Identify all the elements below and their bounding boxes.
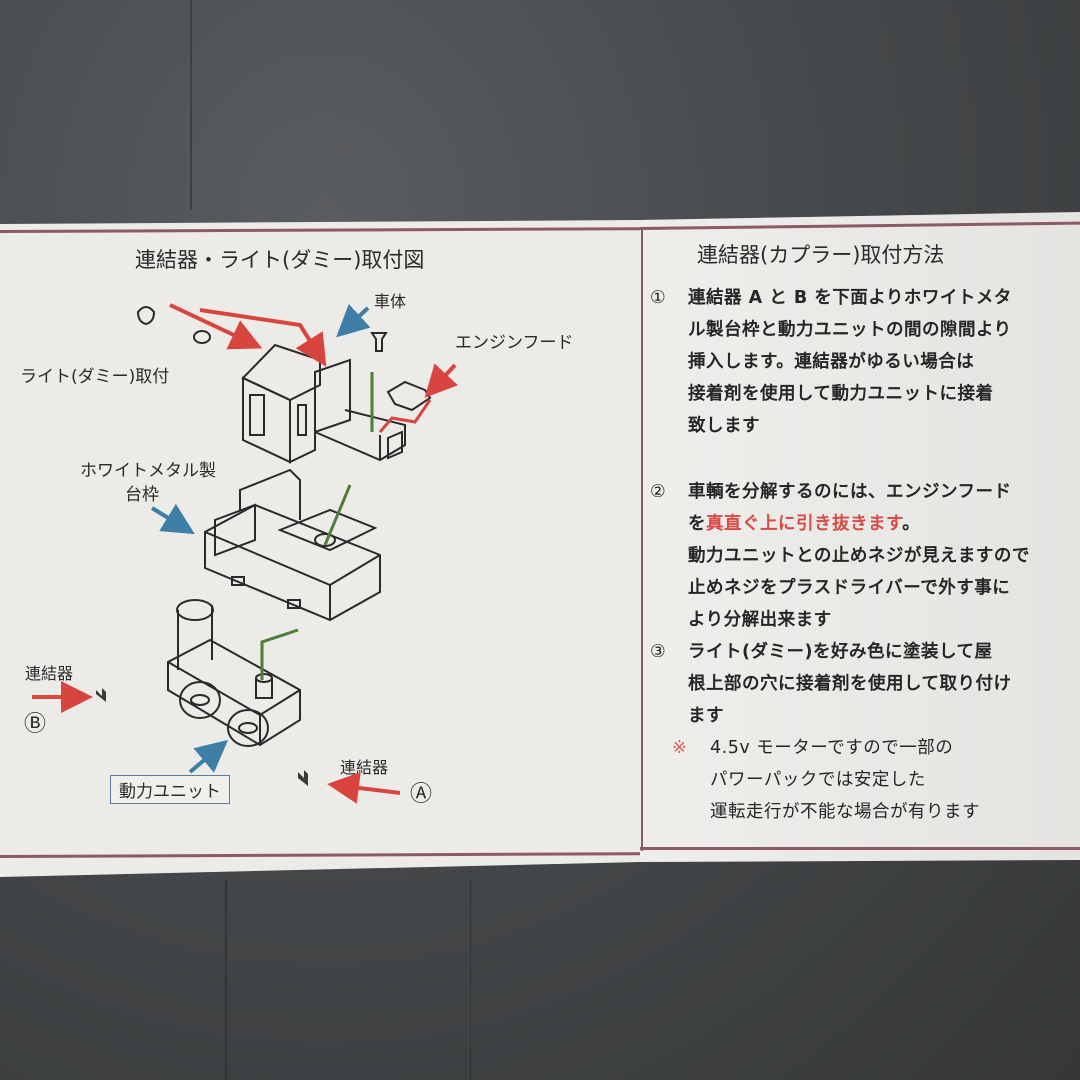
label-power-unit: 動力ユニット <box>110 775 230 804</box>
highlighted-warning: 真直ぐ上に引き抜きます <box>706 514 903 534</box>
label-light-dummy: ライト(ダミー)取付 <box>20 367 170 387</box>
step-text: 致します <box>688 416 760 436</box>
step-text: 。 <box>902 514 921 534</box>
note-text: パワーパックでは安定した <box>710 770 926 790</box>
note: ※ 4.5v モーターですので一部の パワーパックでは安定した 運転走行が不能な場… <box>650 732 1080 828</box>
step-3: ③ ライト(ダミー)を好み色に塗装して屋 根上部の穴に接着剤を使用して取り付け ま… <box>650 636 1080 732</box>
bottom-border-right <box>640 847 1080 850</box>
label-engine-hood: エンジンフード <box>455 333 574 353</box>
step-marker: ② <box>650 482 667 502</box>
instruction-sheet <box>0 212 1080 877</box>
coupler-a-icon <box>298 770 308 786</box>
step-text: 根上部の穴に接着剤を使用して取り付け <box>688 674 1012 694</box>
diagram-title: 連結器・ライト(ダミー)取付図 <box>135 248 425 272</box>
label-body: 車体 <box>374 292 407 311</box>
light-part-icon <box>136 306 156 326</box>
step-text: 挿入します。連結器がゆるい場合は <box>688 352 975 372</box>
background-crack <box>225 880 227 1080</box>
background-crack <box>470 880 471 1080</box>
label-frame-2: 台枠 <box>125 485 159 505</box>
step-text: より分解出来ます <box>688 610 832 630</box>
label-frame: ホワイトメタル製 <box>80 461 216 481</box>
step-text: 動力ユニットとの止めネジが見えますので <box>688 546 1030 566</box>
step-text: 連結器 A と B を下面よりホワイトメタ <box>688 288 1012 308</box>
page-divider <box>641 229 643 851</box>
coupler-b-mark: Ⓑ <box>24 712 47 737</box>
step-1: ① 連結器 A と B を下面よりホワイトメタ ル製台枠と動力ユニットの間の隙間よ… <box>650 282 1080 442</box>
step-marker: ① <box>650 288 667 308</box>
right-page-shade <box>640 212 1080 877</box>
label-coupler-b: 連結器 <box>25 664 74 683</box>
background-crack <box>190 0 192 210</box>
coupler-b-icon <box>96 688 106 702</box>
step-text: ます <box>688 706 724 726</box>
step-text: 接着剤を使用して動力ユニットに接着 <box>688 384 994 404</box>
coupler-a-mark: Ⓐ <box>410 782 433 807</box>
step-2: ② 車輌を分解するのには、エンジンフード を真直ぐ上に引き抜きます。 動力ユニット… <box>650 476 1080 636</box>
note-text: 運転走行が不能な場合が有ります <box>710 802 980 822</box>
note-marker-icon: ※ <box>672 738 688 758</box>
instructions-title: 連結器(カプラー)取付方法 <box>697 243 945 267</box>
note-text: 4.5v モーターですので一部の <box>710 738 954 758</box>
instruction-steps: ① 連結器 A と B を下面よりホワイトメタ ル製台枠と動力ユニットの間の隙間よ… <box>650 282 1080 828</box>
step-text: 止めネジをプラスドライバーで外す事に <box>688 578 1011 598</box>
step-marker: ③ <box>650 642 667 662</box>
step-text: 車輌を分解するのには、エンジンフード <box>688 482 1012 502</box>
step-text: ル製台枠と動力ユニットの間の隙間より <box>688 320 1012 340</box>
step-text: を <box>688 514 706 534</box>
step-text: ライト(ダミー)を好み色に塗装して屋 <box>688 642 993 662</box>
